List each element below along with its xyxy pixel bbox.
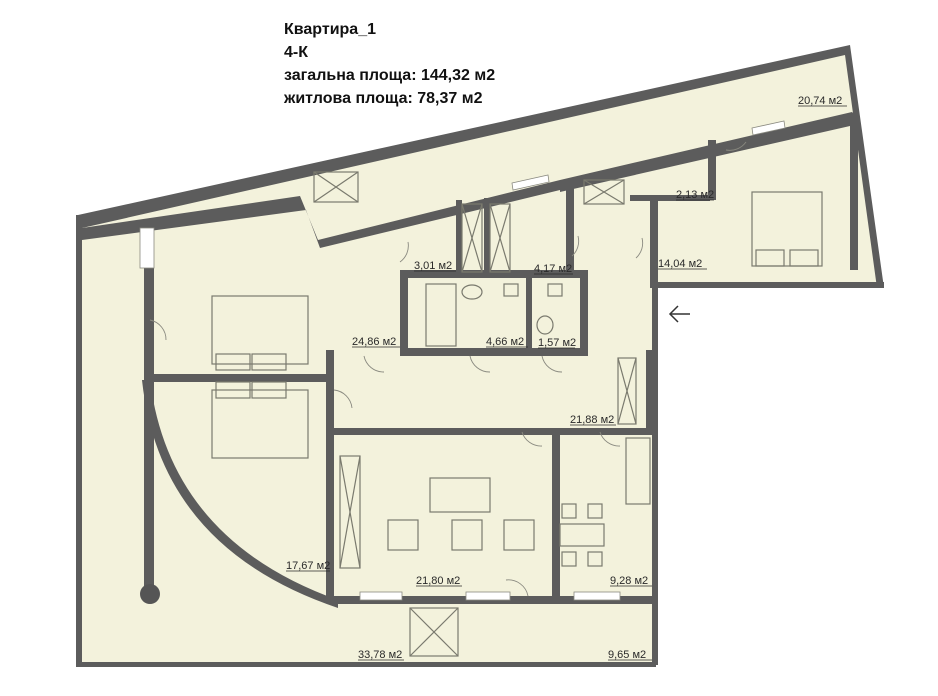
furniture xyxy=(211,191,823,567)
arrow-left-icon xyxy=(668,305,690,323)
room-area-closet: 4,17 м2 xyxy=(534,263,572,275)
living-area: житлова площа: 78,37 м2 xyxy=(284,90,483,107)
doors xyxy=(149,141,747,597)
total-area: загальна площа: 144,32 м2 xyxy=(284,67,496,84)
room-area-bedroom-right: 14,04 м2 xyxy=(658,258,702,270)
room-area-bathroom: 4,66 м2 xyxy=(486,336,524,348)
room-labels: 20,74 м2 2,13 м2 14,04 м2 3,01 м2 4,17 м… xyxy=(286,95,847,661)
room-area-kitchen: 9,28 м2 xyxy=(610,575,648,587)
room-area-bath-small: 3,01 м2 xyxy=(414,260,452,272)
room-area-wardrobe: 2,13 м2 xyxy=(676,189,714,201)
room-count: 4-К xyxy=(284,44,308,61)
room-area-balcony-top: 20,74 м2 xyxy=(798,95,842,107)
apartment-title: Квартира_1 xyxy=(284,21,376,38)
column-icon xyxy=(140,584,160,604)
room-area-bedroom-left: 24,86 м2 xyxy=(352,336,396,348)
room-area-wc: 1,57 м2 xyxy=(538,337,576,349)
room-area-hall: 21,88 м2 xyxy=(570,414,614,426)
room-area-terrace-bottom: 9,65 м2 xyxy=(608,649,646,661)
room-area-terrace-left: 33,78 м2 xyxy=(358,649,402,661)
room-area-semicircle: 17,67 м2 xyxy=(286,560,330,572)
storage-boxes xyxy=(313,171,637,657)
outer-walls xyxy=(76,45,884,667)
windows xyxy=(139,120,786,601)
plan-header: Квартира_1 4-К загальна площа: 144,32 м2… xyxy=(284,18,495,110)
room-area-living-room: 21,80 м2 xyxy=(416,575,460,587)
